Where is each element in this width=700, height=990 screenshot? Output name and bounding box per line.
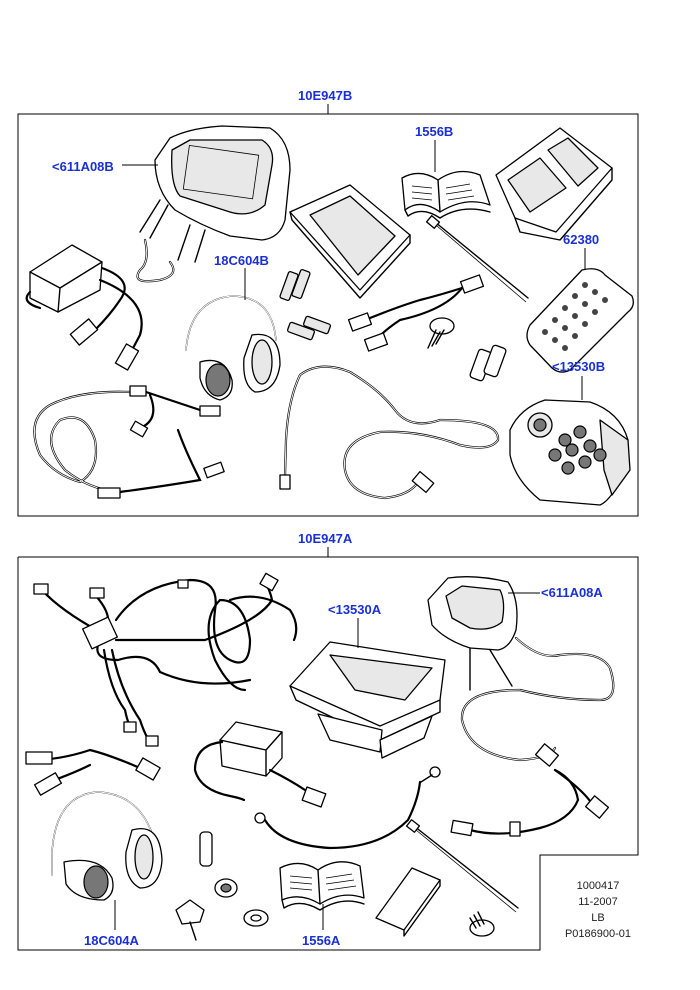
callout-headrest-screen-bottom: <611A08A xyxy=(541,585,603,600)
kit-frame-bottom xyxy=(17,547,639,951)
stamp-number: 1000417 xyxy=(576,880,620,892)
callout-handbook-top: 1556B xyxy=(415,124,454,139)
callout-headphones-top: 18C604B xyxy=(214,253,269,268)
headrest-screen-part-bottom xyxy=(427,576,615,762)
callout-console-box: <13530A xyxy=(328,602,382,617)
av-cable-part-top xyxy=(33,385,225,499)
batteries-part-top xyxy=(279,269,507,382)
stamp-date: 11-2007 xyxy=(578,896,618,908)
av-cable-part-bottom xyxy=(25,748,161,796)
callout-headphones-bottom: 18C604A xyxy=(84,933,139,948)
callout-control-unit: <13530B xyxy=(552,359,606,374)
remote-control-part xyxy=(526,268,634,373)
harness-module-part-bottom xyxy=(33,572,298,747)
junction-box-part xyxy=(193,721,327,808)
screw-part-top xyxy=(427,317,455,349)
headphones-part-bottom xyxy=(51,791,163,901)
handbook-part-top xyxy=(401,170,491,219)
adapter-cable-part-top xyxy=(347,274,485,352)
control-unit-part-top xyxy=(509,399,631,506)
ground-cable-part xyxy=(254,766,441,850)
screw-part-bottom xyxy=(469,911,495,937)
cable-tie-part-bottom xyxy=(405,819,519,913)
drawing-stamp: 1000417 11-2007 LB P0186900-01 xyxy=(548,878,648,942)
foam-pad-part xyxy=(375,867,441,937)
cable-tie-part-top xyxy=(425,215,529,303)
headrest-screen-part-top xyxy=(136,125,291,283)
harness-part-bottom-right xyxy=(450,743,610,837)
tray-part-top xyxy=(289,184,411,299)
callout-remote: 62380 xyxy=(563,232,600,247)
headphones-part-top xyxy=(185,295,281,401)
small-parts-bottom xyxy=(175,831,269,941)
long-cable-part-top xyxy=(279,365,500,500)
power-supply-harness-top xyxy=(25,244,143,371)
dual-tray-part xyxy=(495,127,613,241)
kit-label-bottom: 10E947A xyxy=(298,531,353,546)
kit-frame-top xyxy=(17,104,639,517)
stamp-code: LB xyxy=(591,912,605,924)
stamp-ref: P0186900-01 xyxy=(564,928,632,940)
handbook-part-bottom xyxy=(279,861,365,911)
callout-headrest-screen-top: <611A08B xyxy=(52,159,114,174)
callout-handbook-bottom: 1556A xyxy=(302,933,341,948)
kit-label-top: 10E947B xyxy=(298,88,353,103)
console-box-part xyxy=(289,641,446,759)
